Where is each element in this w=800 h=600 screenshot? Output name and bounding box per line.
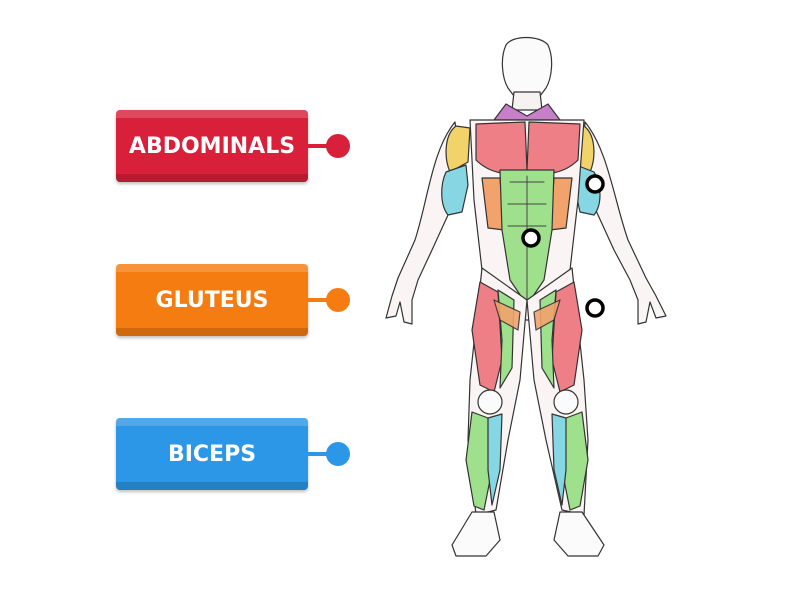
- abdominals-connector-line: [308, 144, 332, 148]
- human-muscle-anatomy-figure: [385, 36, 667, 557]
- drop-target-arm[interactable]: [585, 174, 605, 194]
- label-gluteus-text: GLUTEUS: [155, 287, 269, 313]
- biceps-drag-handle[interactable]: [326, 442, 350, 466]
- label-biceps-text: BICEPS: [167, 441, 257, 467]
- label-abdominals-text: ABDOMINALS: [128, 133, 296, 159]
- label-gluteus-button[interactable]: GLUTEUS: [116, 264, 308, 336]
- drop-target-hip[interactable]: [585, 298, 605, 318]
- label-biceps-button[interactable]: BICEPS: [116, 418, 308, 490]
- drop-target-abdomen[interactable]: [521, 228, 541, 248]
- abdominals-drag-handle[interactable]: [326, 134, 350, 158]
- label-abdominals-button[interactable]: ABDOMINALS: [116, 110, 308, 182]
- gluteus-connector-line: [308, 298, 332, 302]
- biceps-connector-line: [308, 452, 332, 456]
- gluteus-drag-handle[interactable]: [326, 288, 350, 312]
